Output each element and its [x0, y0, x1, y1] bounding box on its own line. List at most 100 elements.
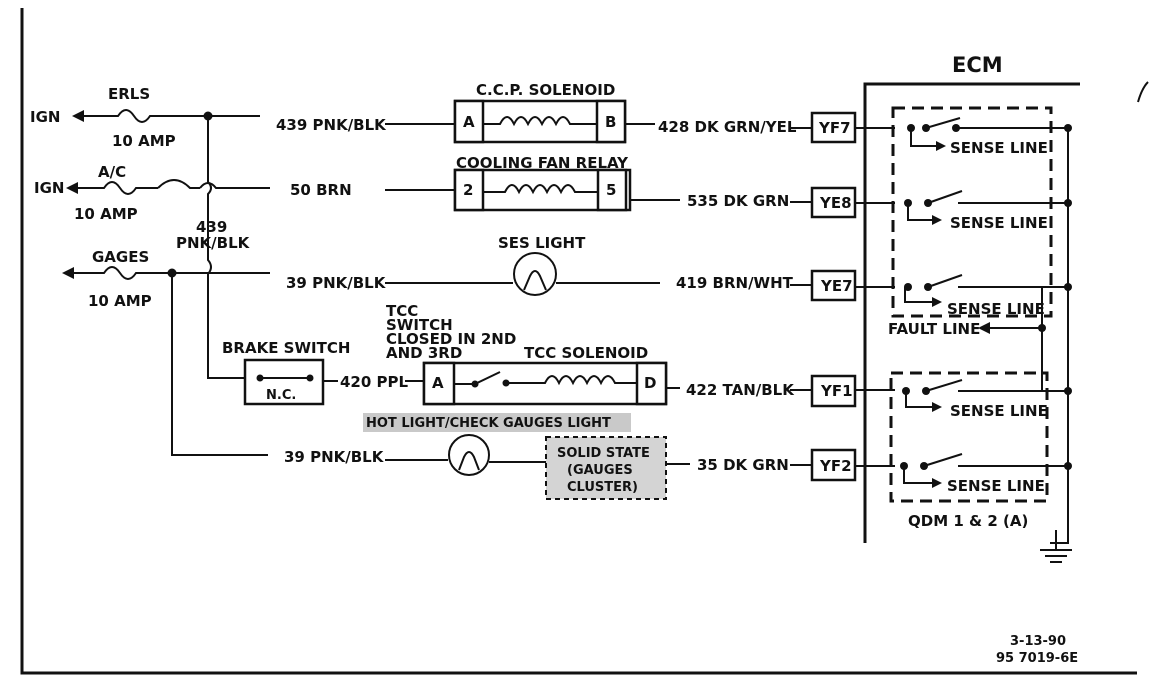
wire-35-label: 35 DK GRN [697, 456, 789, 474]
row-ccp-solenoid: IGN ERLS 10 AMP 439 PNK/BLK A B C.C.P. S… [30, 81, 895, 150]
erls-fuse-icon [100, 109, 260, 123]
sense-line-4: SENSE LINE [950, 402, 1048, 420]
footer-date: 3-13-90 [1010, 634, 1066, 649]
fan-pin-5-box [596, 168, 628, 212]
tcc-pin-d-box [635, 361, 668, 406]
sense-line-3: SENSE LINE [947, 300, 1045, 318]
ac-label: A/C [98, 163, 126, 181]
wire-420-label: 420 PPL [340, 373, 409, 391]
row-cooling-fan: IGN A/C 10 AMP 50 BRN 2 5 COOLING FAN RE… [34, 154, 895, 223]
ccp-pin-b: B [605, 113, 616, 131]
solid-state-line-1: SOLID STATE [557, 446, 650, 461]
qdm-switch-2: SENSE LINE [904, 190, 1072, 232]
terminal-yf1: YF1 [820, 382, 853, 400]
terminal-ye7: YE7 [820, 277, 853, 295]
wire-50-label: 50 BRN [290, 181, 352, 199]
switch-blade-icon [925, 117, 961, 129]
terminal-yf2: YF2 [819, 457, 852, 475]
brake-switch-box [243, 358, 325, 406]
arrow-icon [932, 402, 942, 412]
terminal-yf7: YF7 [818, 119, 851, 137]
row-hot-light: 39 PNK/BLK HOT LIGHT/CHECK GAUGES LIGHT … [171, 273, 895, 500]
ccp-pin-a-box [453, 99, 485, 144]
coil-icon [483, 184, 598, 195]
tcc-switch-icon [474, 371, 501, 385]
erls-amp-label: 10 AMP [112, 132, 176, 150]
stray-mark [1137, 81, 1149, 103]
fan-pin-2-box [453, 168, 485, 212]
tcc-note-2: SWITCH [386, 316, 453, 334]
wire-crossover [157, 179, 200, 189]
coil-icon [506, 375, 637, 386]
wire-39b-label: 39 PNK/BLK [284, 448, 385, 466]
qdm-switch-4: SENSE LINE [902, 379, 1072, 420]
qdm-label: QDM 1 & 2 (A) [908, 512, 1028, 530]
wire-439-label: 439 PNK/BLK [276, 116, 387, 134]
fault-line-label: FAULT LINE [888, 320, 980, 338]
switch-blade-icon [923, 453, 963, 467]
arrow-icon [932, 478, 942, 488]
ign-label-1: IGN [30, 108, 60, 126]
switch-blade-icon [925, 379, 963, 392]
tcc-pin-a: A [432, 374, 444, 392]
solid-state-line-2: (GAUGES [567, 463, 633, 478]
switch-blade-icon [927, 274, 963, 288]
row-tcc-solenoid: BRAKE SWITCH N.C. 420 PPL TCC SWITCH CLO… [222, 302, 895, 408]
brake-nc-label: N.C. [266, 388, 296, 403]
solid-state-line-3: CLUSTER) [567, 480, 638, 495]
ses-lamp-icon [513, 252, 557, 296]
page-border [20, 8, 1137, 675]
bus-dot [1064, 387, 1072, 395]
ign-label-2: IGN [34, 179, 64, 197]
arrow-icon [936, 141, 946, 151]
ground-icon [1040, 530, 1072, 563]
solid-state-cluster-box [545, 436, 667, 500]
ecm-title: ECM [952, 53, 1003, 77]
qdm-switch-5: SENSE LINE [900, 453, 1072, 495]
arrow-icon [72, 110, 84, 122]
bus-dot [1064, 199, 1072, 207]
arrow-icon [62, 267, 74, 279]
ses-light-title: SES LIGHT [498, 234, 586, 252]
tcc-solenoid-title: TCC SOLENOID [524, 344, 648, 362]
ac-fuse-icon [94, 181, 158, 195]
sense-lead [910, 128, 938, 147]
bus-dot [1064, 283, 1072, 291]
hot-light-title-bg [363, 413, 631, 432]
lamp-filament-icon [458, 451, 480, 471]
tcc-note-1: TCC [386, 302, 418, 320]
sense-line-1: SENSE LINE [950, 139, 1048, 157]
wire-422-label: 422 TAN/BLK [686, 381, 795, 399]
bus-dot [1064, 462, 1072, 470]
ac-amp-label: 10 AMP [74, 205, 138, 223]
tcc-pin-d: D [644, 374, 656, 392]
sense-lead [904, 287, 934, 303]
terminal-ye7-box [810, 269, 857, 302]
fan-pin-5: 5 [606, 181, 616, 199]
qdm-switch-1: SENSE LINE [907, 117, 1072, 157]
jumper-color: PNK/BLK [176, 234, 251, 252]
wire-428-label: 428 DK GRN/YEL [658, 118, 797, 136]
arrow-icon [66, 182, 78, 194]
footer-code: 95 7019-6E [996, 651, 1078, 666]
sense-lead [905, 391, 934, 408]
gages-fuse-icon [72, 266, 270, 280]
fan-relay-title: COOLING FAN RELAY [456, 154, 629, 172]
bus-dot [1064, 124, 1072, 132]
wire-39b-branch [171, 273, 268, 456]
hot-light-title: HOT LIGHT/CHECK GAUGES LIGHT [366, 416, 611, 431]
sense-line-5: SENSE LINE [947, 477, 1045, 495]
hot-light-lamp-icon [448, 434, 490, 476]
coil-icon [483, 116, 597, 127]
terminal-yf1-box [810, 374, 857, 408]
gages-amp-label: 10 AMP [88, 292, 152, 310]
ecm-common-bus [1050, 128, 1069, 544]
row-ses-light: GAGES 10 AMP 39 PNK/BLK SES LIGHT 419 BR… [62, 234, 895, 310]
arrow-icon [932, 215, 942, 225]
ccp-pin-a: A [463, 113, 475, 131]
wire-419-label: 419 BRN/WHT [676, 274, 794, 292]
qdm-2-dashed-box [889, 371, 1049, 503]
tcc-note-3: CLOSED IN 2ND [386, 330, 516, 348]
terminal-ye8: YE8 [819, 194, 852, 212]
lamp-filament-icon [523, 270, 547, 291]
